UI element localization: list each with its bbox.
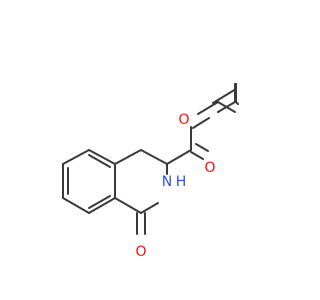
nitrogen-label: N [162, 174, 172, 190]
bond-o-ch2-full [197, 101, 219, 115]
bond-c4-c4a [114, 149, 142, 165]
carbonyl-oxygen-label: O [204, 160, 215, 176]
bond-c7-c8 [62, 197, 90, 214]
bond-carbonyl-double-1 [190, 151, 204, 160]
bond-c1-c8a [114, 197, 142, 214]
bond-c3-c4 [140, 149, 168, 165]
bond-carbonyl-c3 [166, 149, 192, 165]
bond-carbonyl-double-2 [195, 143, 209, 152]
bond-c8-c8a [88, 197, 116, 214]
bond-ch2-ch3-full [217, 101, 236, 113]
molecule-canvas: O O N H O [62, 83, 239, 260]
structure-svg: O O N H O [62, 83, 239, 260]
bond-c8-c8a-inner [88, 195, 111, 209]
bond-c4a-c5-inner [88, 154, 111, 168]
hydrogen-label: H [176, 174, 187, 190]
bond-n2-c1 [140, 202, 159, 214]
bond-c5-c6 [62, 149, 90, 165]
bond-c4a-c5 [88, 149, 116, 165]
bond-o-carbonyl-c [192, 117, 210, 129]
bond-ethyl-terminal [235, 101, 239, 105]
ester-oxygen-label: O [178, 112, 189, 128]
lactam-oxygen-label: O [135, 244, 146, 260]
bond-ethyl-top [212, 88, 237, 104]
